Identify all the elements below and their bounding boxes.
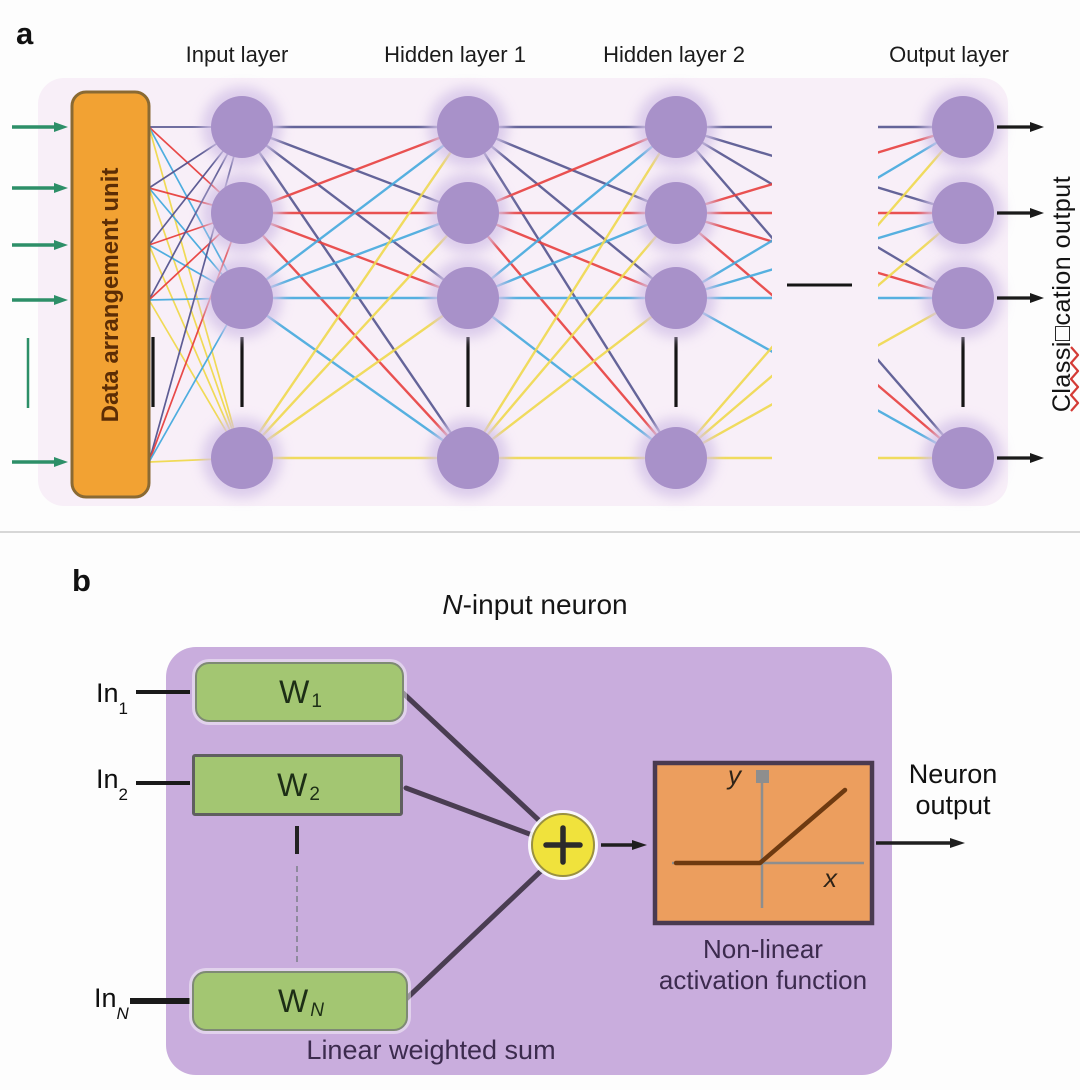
neuron-node [932,182,994,244]
activation-function-box [652,760,875,926]
neuron-diagram-svg [400,690,965,1004]
linear-weighted-sum-label: Linear weighted sum [306,1035,556,1065]
neuron-node [437,182,499,244]
neuron-node [211,96,273,158]
neuron-node [932,96,994,158]
classification-output-label: Classi□cation output [1048,175,1076,413]
neuron-node [437,427,499,489]
title-italic-n: N [442,589,463,620]
data-arrangement-unit-label: Data arrangement unit [97,167,124,423]
layer-label-hidden2: Hidden layer 2 [603,42,745,67]
data-arrangement-box [70,90,151,499]
neuron-node [645,267,707,329]
activation-caption-line2: activation function [658,965,868,995]
neuron-output-line2: output [915,790,991,820]
activation-caption: Non-linear activation function [603,934,923,996]
input-label-2: In2 [96,764,128,805]
gap-cover [772,82,878,506]
y-axis-label: y [728,760,741,790]
panel-b-label: b [72,563,91,598]
activation-caption-line1: Non-linear [703,934,823,964]
connector-w1 [400,690,564,844]
network-diagram-svg [12,78,1080,506]
neuron-output-line1: Neuron [908,759,998,789]
neuron-node [437,96,499,158]
axis-top-marker [756,770,769,783]
neuron-node [932,267,994,329]
input-stub-2 [136,781,190,785]
panel-a-label: a [16,16,34,51]
spellcheck-squiggle [1069,346,1080,412]
input-stub-n [130,998,190,1004]
neuron-node [645,427,707,489]
panel-divider [0,531,1080,533]
layer-label-hidden1: Hidden layer 1 [384,42,526,67]
title-rest: -input neuron [462,589,628,620]
neuron-node [645,96,707,158]
input-arrows [12,122,68,467]
input-stub-1 [136,690,190,694]
column-ellipsis-dashes [151,337,965,407]
layer-label-output: Output layer [889,42,1009,67]
neuron-node [211,427,273,489]
relu-curve [673,787,848,866]
x-axis-label: x [824,863,837,893]
neuron-node [645,182,707,244]
layer-label-input: Input layer [185,42,289,67]
neuron-node [932,427,994,489]
output-arrows [997,122,1044,463]
neuron-node [437,267,499,329]
summation-node [528,810,598,880]
neuron-output-label: Neuron output [853,759,1053,821]
neurons [211,96,994,489]
input-label-1: In1 [96,678,128,719]
weights-ellipsis-bar [295,826,299,854]
panel-b-title: N-input neuron [335,589,735,621]
activation-box [652,760,875,926]
neuron-node [211,267,273,329]
input-label-n: InN [94,983,129,1024]
connector-wn [401,849,564,1004]
weights-ellipsis-dashes [296,866,298,962]
neuron-node [211,182,273,244]
